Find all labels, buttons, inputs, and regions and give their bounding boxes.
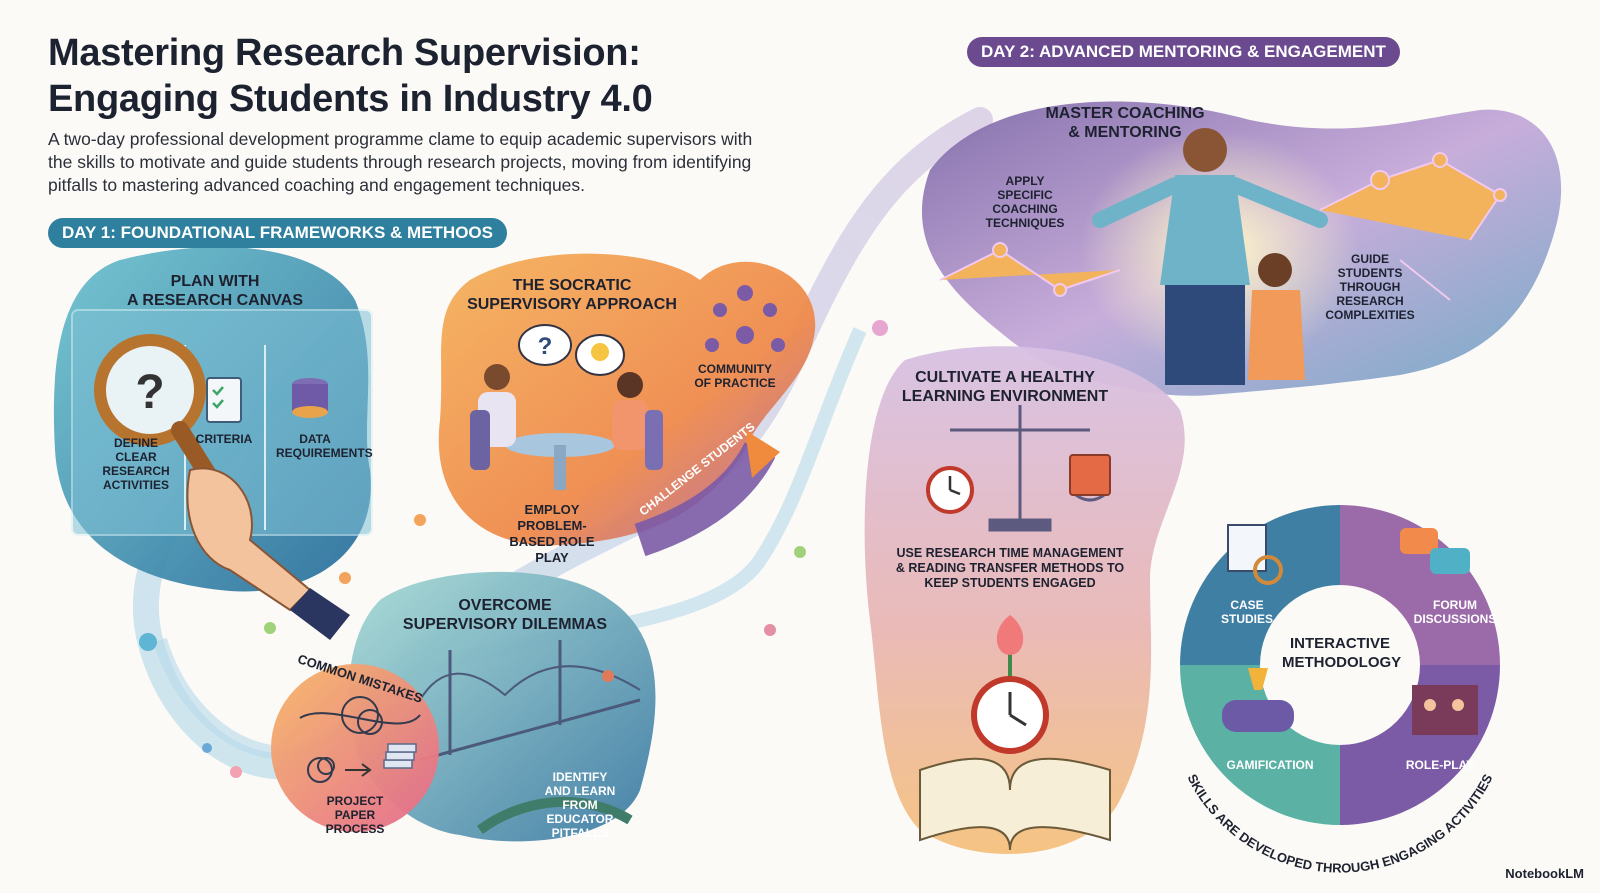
role-play-label: ROLE-PLAY — [1405, 758, 1475, 772]
brand-logo: NotebookLM — [1505, 866, 1584, 881]
canvas-item-activities: DEFINE CLEAR RESEARCH ACTIVITIES — [102, 436, 170, 492]
pitfalls-label: IDENTIFY AND LEARN FROM EDUCATOR PITFALL… — [544, 770, 616, 840]
canvas-title-line-2: A RESEARCH CANVAS — [126, 292, 303, 309]
title-line-2: Engaging Students in Industry 4.0 — [48, 78, 653, 120]
community-label: COMMUNITY OF PRACTICE — [694, 362, 776, 390]
page-subtitle: A two-day professional development progr… — [48, 129, 753, 195]
socratic-title-line-1: THE SOCRATIC — [512, 277, 632, 294]
database-icon — [292, 378, 328, 418]
title-line-1: Mastering Research Supervision: — [48, 32, 641, 74]
network-nodes — [939, 152, 1507, 301]
canvas-title: PLAN WITH A RESEARCH CANVAS — [110, 272, 320, 310]
community-network-icon — [705, 285, 785, 352]
chat-bubbles-icon — [1400, 528, 1470, 574]
checklist-icon — [206, 377, 242, 423]
page-title: Mastering Research Supervision: Engaging… — [48, 30, 653, 122]
stage-icon — [1412, 685, 1478, 735]
mistakes-circle — [271, 664, 439, 832]
coaching-title-line-1: MASTER COACHING — [1045, 105, 1205, 122]
day2-label: DAY 2: ADVANCED MENTORING & ENGAGEMENT — [967, 37, 1400, 67]
case-studies-label: CASE STUDIES — [1220, 598, 1273, 626]
day1-label: DAY 1: FOUNDATIONAL FRAMEWORKS & METHOOS — [48, 218, 507, 248]
svg-text:?: ? — [135, 366, 164, 419]
people-talking-icon — [470, 364, 663, 490]
roleplay-label: EMPLOY PROBLEM-BASED ROLE PLAY — [509, 502, 595, 565]
canvas-title-line-1: PLAN WITH — [170, 273, 260, 290]
dilemmas-title-line-2: SUPERVISORY DILEMMAS — [402, 616, 608, 633]
guide-students-label: GUIDE STUDENTS THROUGH RESEARCH COMPLEXI… — [1325, 252, 1415, 322]
open-book-icon — [919, 757, 1111, 851]
dilemmas-title: OVERCOME SUPERVISORY DILEMMAS — [395, 596, 615, 634]
gamification-label: GAMIFICATION — [1226, 758, 1314, 772]
mentor-figure — [1092, 128, 1328, 385]
paper-process-label: PROJECT PAPER PROCESS — [325, 794, 385, 836]
dilemmas-title-line-1: OVERCOME — [458, 597, 552, 614]
methodology-ring — [1180, 505, 1500, 825]
svg-text:?: ? — [538, 333, 553, 360]
canvas-item-criteria: CRITERIA — [195, 432, 253, 446]
document-search-icon — [1227, 524, 1283, 585]
forum-discussions-label: FORUM DISCUSSIONS — [1413, 598, 1497, 626]
environment-title: CULTIVATE A HEALTHY LEARNING ENVIRONMENT — [900, 368, 1110, 406]
bridge-icon — [419, 640, 641, 762]
coaching-title: MASTER COACHING & MENTORING — [1030, 104, 1220, 142]
arrow-icon — [345, 763, 372, 777]
book-icon — [1069, 454, 1111, 496]
apply-techniques-label: APPLY SPECIFIC COACHING TECHNIQUES — [985, 174, 1065, 230]
gamepad-trophy-icon — [1222, 668, 1294, 732]
paper-stack-icon — [383, 743, 417, 769]
socratic-title-line-2: SUPERVISORY APPROACH — [467, 296, 677, 313]
speech-bubble-icon: ? — [518, 324, 625, 376]
coaching-title-line-2: & MENTORING — [1068, 124, 1182, 141]
environment-title-line-1: CULTIVATE A HEALTHY — [915, 369, 1095, 386]
tangle-icon — [299, 696, 421, 783]
clock-icon — [926, 466, 974, 514]
canvas-item-data: DATA REQUIREMENTS — [276, 432, 373, 460]
flower-clock-icon — [971, 615, 1049, 754]
methodology-center: INTERACTIVE METHODOLOGY — [1282, 635, 1402, 671]
environment-title-line-2: LEARNING ENVIRONMENT — [901, 388, 1109, 405]
environment-text: USE RESEARCH TIME MANAGEMENT & READING T… — [895, 546, 1125, 590]
path-nodes — [139, 320, 888, 778]
socratic-title: THE SOCRATIC SUPERVISORY APPROACH — [462, 276, 682, 314]
